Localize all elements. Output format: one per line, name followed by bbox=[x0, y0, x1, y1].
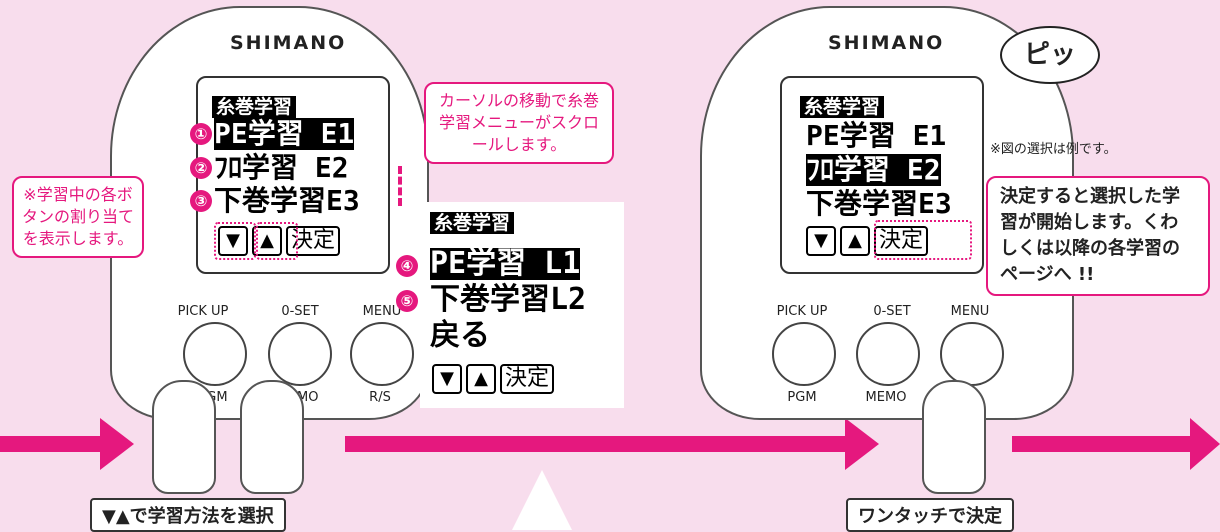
highlight-decide bbox=[874, 220, 972, 260]
decide-key: 決定 bbox=[286, 226, 341, 256]
label-0set: 0-SET bbox=[281, 304, 319, 319]
lcd-title: 糸巻学習 bbox=[212, 96, 297, 118]
label-select: ▼▲で学習方法を選択 bbox=[90, 498, 286, 532]
number-1: ① bbox=[190, 123, 212, 145]
lcd3-row-2: ﾌﾛ学習 E2 bbox=[806, 153, 941, 186]
zoom-down-key: ▼ bbox=[432, 364, 462, 394]
brand-logo: SHIMANO bbox=[230, 32, 347, 54]
number-2: ② bbox=[190, 157, 212, 179]
lcd3-up-key: ▲ bbox=[840, 226, 870, 256]
lcd-row-2: ﾌﾛ学習 E2 bbox=[214, 151, 349, 184]
label-pickup-right: PICK UP bbox=[776, 304, 828, 319]
example-note: ※図の選択は例です。 bbox=[990, 142, 1117, 157]
number-5: ⑤ bbox=[396, 290, 418, 312]
label-memo-right: MEMO bbox=[865, 390, 907, 405]
zero-set-button-right[interactable] bbox=[856, 322, 920, 386]
zoom-title: 糸巻学習 bbox=[430, 212, 515, 234]
label-pgm-right: PGM bbox=[787, 390, 817, 405]
lcd3-title: 糸巻学習 bbox=[800, 96, 885, 118]
sound-bubble: ピッ bbox=[1000, 26, 1101, 84]
callout-scroll: カーソルの移動で糸巻学習メニューがスクロールします。 bbox=[424, 82, 614, 164]
flow-arrow-2 bbox=[345, 436, 845, 452]
menu-button[interactable] bbox=[350, 322, 414, 386]
zoom-row-2: 下巻学習L2 bbox=[430, 282, 587, 317]
scroll-arrow-icon bbox=[398, 166, 416, 206]
brand-logo-right: SHIMANO bbox=[828, 32, 945, 54]
label-menu-right: MENU bbox=[950, 304, 990, 319]
label-pickup: PICK UP bbox=[177, 304, 229, 319]
flow-arrowhead-1 bbox=[100, 418, 134, 470]
number-3: ③ bbox=[190, 190, 212, 212]
label-menu: MENU bbox=[362, 304, 402, 319]
zoom-decide-key: 決定 bbox=[500, 364, 555, 394]
hand-icon-2 bbox=[240, 380, 304, 494]
zoom-row-3: 戻る bbox=[430, 318, 490, 353]
lcd3-row-1: PE学習 E1 bbox=[806, 119, 947, 152]
lcd3-row-3: 下巻学習E3 bbox=[806, 187, 952, 220]
flow-arrow-3 bbox=[1012, 436, 1192, 452]
label-rs: R/S bbox=[369, 390, 391, 405]
lcd3-decide-key: 決定 bbox=[874, 226, 929, 256]
label-0set-right: 0-SET bbox=[873, 304, 911, 319]
hand-icon-1 bbox=[152, 380, 216, 494]
lcd-row-3: 下巻学習E3 bbox=[214, 184, 360, 217]
lcd-row-1: PE学習 E1 bbox=[214, 117, 355, 150]
lcd3-keys: ▼ ▲ 決定 bbox=[806, 226, 929, 256]
highlight-down bbox=[214, 222, 256, 260]
label-onetouch: ワンタッチで決定 bbox=[846, 498, 1014, 532]
pointer-triangle bbox=[512, 470, 572, 530]
pickup-button-right[interactable] bbox=[772, 322, 836, 386]
zoom-up-key: ▲ bbox=[466, 364, 496, 394]
down-key: ▼ bbox=[218, 226, 248, 256]
callout-decide: 決定すると選択した学習が開始します。くわしくは以降の各学習のページへ !! bbox=[986, 176, 1210, 296]
highlight-up bbox=[256, 222, 298, 260]
hand-icon-3 bbox=[922, 380, 986, 494]
menu-button-right[interactable] bbox=[940, 322, 1004, 386]
zoom-row-1: PE学習 L1 bbox=[430, 246, 581, 281]
flow-arrowhead-2 bbox=[845, 418, 879, 470]
zero-set-button[interactable] bbox=[268, 322, 332, 386]
callout-assign: ※学習中の各ボタンの割り当てを表示します。 bbox=[12, 176, 144, 258]
flow-arrow-1 bbox=[0, 436, 100, 452]
number-4: ④ bbox=[396, 255, 418, 277]
lcd-keys-left: ▼ ▲ 決定 bbox=[218, 226, 341, 256]
lcd3-down-key: ▼ bbox=[806, 226, 836, 256]
pickup-button[interactable] bbox=[183, 322, 247, 386]
flow-arrowhead-3 bbox=[1190, 418, 1220, 470]
zoom-keys: ▼ ▲ 決定 bbox=[432, 364, 555, 394]
